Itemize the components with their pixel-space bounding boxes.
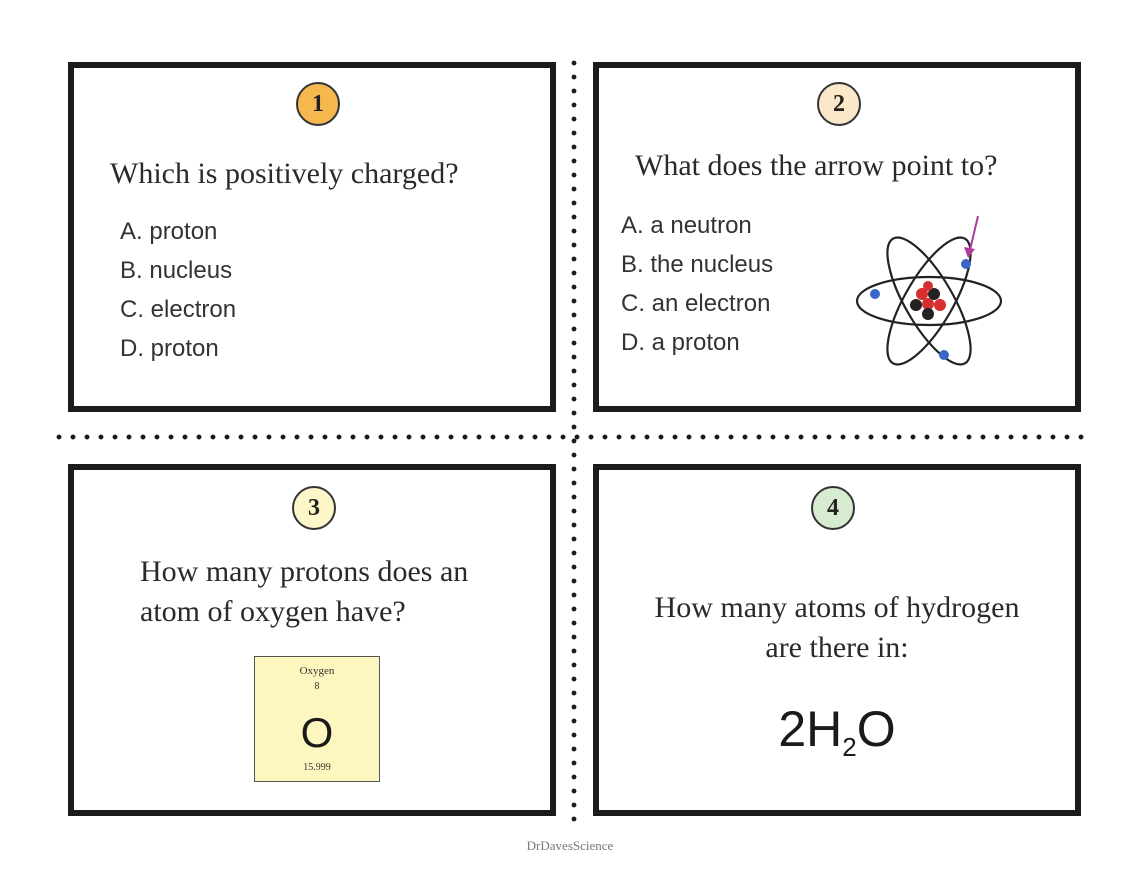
footer-credit: DrDavesScience bbox=[526, 838, 614, 853]
atomic-mass: 15.999 bbox=[303, 762, 331, 773]
choice-a: A. proton bbox=[120, 218, 218, 245]
card-number-badge: 4 bbox=[811, 486, 855, 530]
electron bbox=[961, 259, 971, 269]
question-text: Which is positively charged? bbox=[110, 157, 459, 190]
choice-b: B. nucleus bbox=[120, 257, 233, 284]
question-text: How many atoms of hydrogen are there in: bbox=[599, 588, 1075, 668]
task-card-1: 1 Which is positively charged? A. proton… bbox=[68, 62, 556, 412]
atom-diagram bbox=[855, 215, 1003, 366]
choice-c: C. electron bbox=[120, 296, 237, 323]
horizontal-cut-line bbox=[52, 434, 1092, 440]
task-card-3: 3 How many protons does an atom of oxyge… bbox=[68, 464, 556, 816]
question-text: What does the arrow point to? bbox=[635, 149, 998, 182]
electron bbox=[939, 350, 949, 360]
answer-choices: A. proton B. nucleus C. electron D. prot… bbox=[120, 212, 236, 368]
task-card-4: 4 How many atoms of hydrogen are there i… bbox=[593, 464, 1081, 816]
choice-d: D. proton bbox=[120, 335, 219, 362]
chemical-formula: 2H2O bbox=[599, 700, 1075, 763]
question-line-2: atom of oxygen have? bbox=[140, 595, 406, 628]
electron-orbit bbox=[855, 275, 1003, 327]
card-number: 2 bbox=[833, 90, 845, 117]
periodic-table-tile: Oxygen 8 O 15.999 bbox=[254, 656, 380, 782]
card-number: 3 bbox=[308, 494, 320, 521]
vertical-cut-line bbox=[571, 56, 577, 828]
choice-a: A. a neutron bbox=[621, 212, 752, 239]
electron bbox=[870, 289, 880, 299]
electron-orbit bbox=[886, 236, 972, 366]
choice-c: C. an electron bbox=[621, 290, 771, 317]
atomic-number: 8 bbox=[314, 681, 320, 692]
question-line-1: How many protons does an bbox=[140, 555, 469, 588]
element-name: Oxygen bbox=[299, 665, 335, 677]
electron-orbit bbox=[886, 236, 972, 366]
nucleus bbox=[910, 281, 946, 320]
card-number: 4 bbox=[827, 494, 839, 521]
card-number-badge: 1 bbox=[296, 82, 340, 126]
choice-b: B. the nucleus bbox=[621, 251, 774, 278]
pointer-arrow bbox=[964, 215, 979, 258]
card-number-badge: 2 bbox=[817, 82, 861, 126]
formula-subscript: 2 bbox=[842, 732, 857, 762]
element-symbol: O bbox=[300, 709, 334, 756]
choice-d: D. a proton bbox=[621, 329, 740, 356]
card-number-badge: 3 bbox=[292, 486, 336, 530]
question-line-2: are there in: bbox=[765, 631, 909, 664]
formula-tail: O bbox=[856, 701, 896, 757]
answer-choices: A. a neutron B. the nucleus C. an electr… bbox=[621, 206, 773, 362]
question-text: How many protons does an atom of oxygen … bbox=[140, 552, 468, 632]
task-card-2: 2 What does the arrow point to? A. a neu… bbox=[593, 62, 1081, 412]
question-line-1: How many atoms of hydrogen bbox=[654, 591, 1020, 624]
formula-main: 2H bbox=[778, 701, 843, 757]
card-number: 1 bbox=[312, 90, 324, 117]
